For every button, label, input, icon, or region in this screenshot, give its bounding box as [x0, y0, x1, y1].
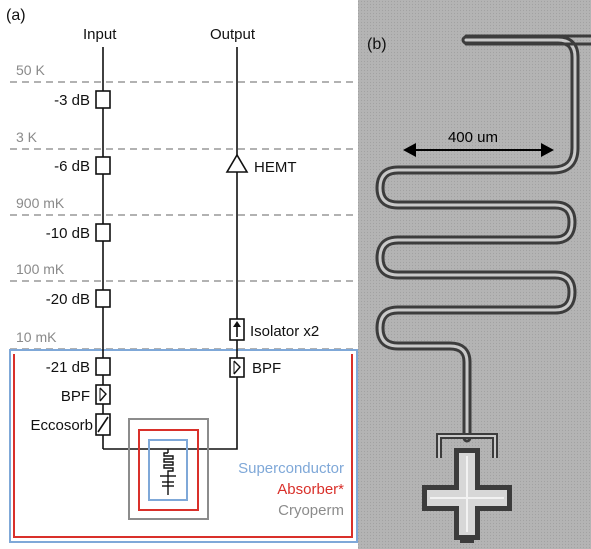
attenuator-label-6db: -6 dB	[54, 158, 90, 175]
input-bpf-icon	[95, 384, 111, 405]
output-label: Output	[210, 26, 256, 43]
attenuator-label-21db: -21 dB	[46, 359, 90, 376]
attenuators	[95, 90, 111, 376]
hemt-label: HEMT	[254, 159, 297, 176]
isolator-icon	[229, 318, 245, 341]
legend-superconductor: Superconductor	[238, 460, 344, 477]
input-label: Input	[83, 26, 117, 43]
attenuator-label-10db: -10 dB	[46, 225, 90, 242]
scale-bar-label: 400 um	[448, 129, 498, 146]
attenuator-label-3db: -3 dB	[54, 92, 90, 109]
stage-label-50k: 50 K	[16, 62, 45, 78]
resonator-meander	[375, 34, 591, 443]
transmon-qubit	[422, 433, 512, 543]
temperature-stages	[10, 81, 357, 350]
attenuator-20db	[95, 289, 111, 308]
scale-bar	[403, 143, 554, 157]
legend-cryoperm: Cryoperm	[278, 502, 344, 519]
panel-b-label: (b)	[367, 36, 387, 53]
legend-absorber: Absorber*	[277, 481, 344, 498]
wiring-diagram: (a) Input Output 50 K 3 K 900 mK 100 mK …	[6, 7, 358, 543]
attenuator-label-20db: -20 dB	[46, 291, 90, 308]
qubit-device-icon	[160, 449, 176, 495]
stage-labels: 50 K 3 K 900 mK 100 mK 10 mK	[16, 62, 65, 345]
stage-label-3k: 3 K	[16, 129, 38, 145]
attenuator-6db	[95, 156, 111, 175]
stage-label-10mk: 10 mK	[16, 329, 57, 345]
micrograph-panel: (b) 400 um	[358, 0, 591, 549]
input-line	[102, 47, 238, 450]
stage-label-900mk: 900 mK	[16, 195, 65, 211]
cryoperm-shield	[128, 418, 209, 520]
absorber-shield	[138, 429, 199, 511]
eccosorb-label: Eccosorb	[30, 417, 93, 434]
attenuator-labels: -3 dB -6 dB -10 dB -20 dB -21 dB	[46, 92, 90, 376]
output-bpf-label: BPF	[252, 360, 281, 377]
isolator-label: Isolator x2	[250, 323, 319, 340]
superconductor-shield	[148, 439, 188, 501]
input-bpf-label: BPF	[61, 388, 90, 405]
panel-a-label: (a)	[6, 7, 26, 24]
output-bpf-icon	[229, 357, 245, 378]
hemt-amplifier-icon	[225, 153, 249, 173]
outer-superconductor-shield	[9, 349, 358, 543]
eccosorb-icon	[95, 413, 111, 436]
attenuator-10db	[95, 223, 111, 242]
shield-legend: Superconductor Absorber* Cryoperm	[238, 460, 344, 519]
outer-absorber-shield	[13, 354, 353, 538]
attenuator-3db	[95, 90, 111, 109]
attenuator-21db	[95, 357, 111, 376]
stage-label-100mk: 100 mK	[16, 261, 65, 277]
